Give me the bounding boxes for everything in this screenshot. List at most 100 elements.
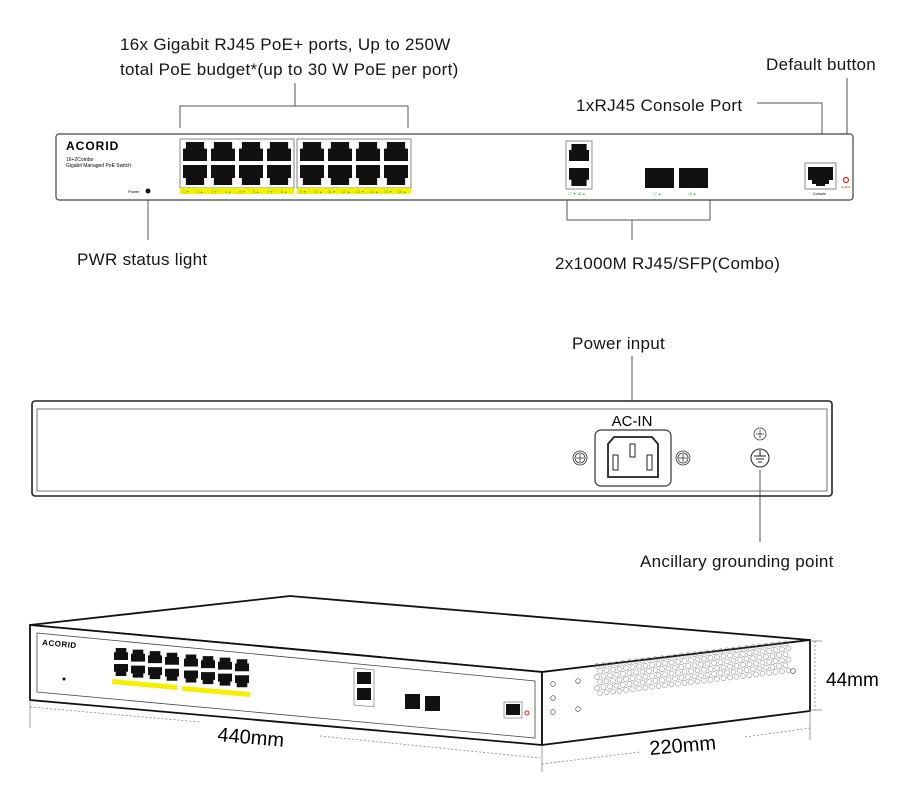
rj45-port[interactable] — [384, 165, 408, 185]
vent-hole — [620, 671, 626, 677]
rj45-port[interactable] — [300, 142, 324, 161]
default-button[interactable] — [842, 176, 850, 184]
rj45-port[interactable] — [239, 142, 263, 161]
port-number-labels: 1 ▼2 ▲3 ▼4 ▲5 ▼6 ▲7 ▼8 ▲9 ▼10 ▲11 ▼12 ▲1… — [183, 190, 406, 194]
vent-hole — [681, 680, 688, 686]
vent-hole — [652, 667, 659, 673]
vent-hole — [659, 655, 665, 661]
rj45-port[interactable] — [356, 165, 380, 185]
vent-hole — [607, 683, 613, 690]
vent-hole — [779, 657, 785, 664]
vent-hole — [662, 682, 668, 689]
vent-hole — [649, 662, 655, 668]
callout-combo-ports: 2x1000M RJ45/SFP(Combo) — [555, 254, 781, 273]
port-number-label: 10 ▲ — [314, 190, 322, 194]
rj45-port[interactable] — [182, 165, 207, 185]
callout-poe-ports-line1: 16x Gigabit RJ45 PoE+ ports, Up to 250W — [120, 35, 451, 54]
port-number-label: 2 ▲ — [197, 190, 203, 194]
vent-hole — [759, 659, 766, 666]
3d-sfp-17 — [405, 694, 420, 709]
vent-hole — [714, 665, 720, 671]
vent-hole — [717, 648, 724, 654]
rj45-port[interactable] — [267, 165, 291, 185]
vent-hole — [743, 645, 750, 651]
vent-hole — [714, 654, 720, 660]
combo-rj45-port-17[interactable] — [569, 144, 590, 161]
vent-hole — [694, 656, 701, 663]
vent-hole — [646, 657, 652, 663]
3d-rj45-port — [165, 668, 179, 681]
vent-hole — [646, 668, 652, 674]
vent-hole — [785, 656, 792, 663]
3d-rj45-port — [200, 656, 215, 669]
3d-rj45-port — [114, 664, 128, 676]
power-led — [145, 188, 151, 194]
rj45-port[interactable] — [210, 165, 235, 185]
vent-hole — [626, 670, 633, 676]
3d-combo-port-a — [357, 672, 371, 684]
3d-combo-port-b — [357, 688, 371, 700]
vent-hole — [750, 666, 756, 673]
vent-hole — [759, 670, 766, 677]
vent-hole — [665, 665, 672, 672]
vent-hole — [776, 663, 782, 669]
vent-hole — [691, 662, 698, 669]
vent-hole — [623, 687, 629, 693]
port-number-label: 15 ▼ — [384, 190, 392, 194]
port-number-label: 1 ▼ — [183, 190, 189, 194]
vent-hole — [740, 662, 746, 668]
vent-hole — [743, 667, 750, 673]
vent-hole — [620, 660, 626, 666]
ac-in-label: AC-IN — [612, 413, 653, 430]
vent-hole — [737, 646, 743, 652]
rj45-port[interactable] — [328, 165, 352, 185]
vent-hole — [724, 658, 730, 665]
vent-hole — [769, 664, 776, 670]
sfp-port-17[interactable] — [645, 168, 674, 188]
vent-hole — [662, 671, 668, 678]
3d-sfp-18 — [425, 696, 440, 711]
vent-hole — [776, 652, 782, 658]
combo-rj45-port-18[interactable] — [568, 168, 589, 186]
sfp-port-18[interactable] — [679, 168, 708, 188]
vent-hole — [727, 652, 733, 659]
3d-rj45-port — [217, 657, 232, 670]
vent-hole — [701, 655, 707, 662]
vent-hole — [603, 667, 610, 674]
rj45-port[interactable] — [267, 142, 291, 161]
vent-hole — [782, 640, 789, 647]
vent-hole — [698, 672, 704, 679]
rj45-port[interactable] — [384, 142, 408, 161]
vent-hole — [639, 679, 646, 686]
vent-hole — [633, 680, 639, 687]
vent-hole — [707, 677, 714, 683]
vent-hole — [616, 677, 623, 683]
vent-hole — [769, 653, 776, 659]
rj45-port[interactable] — [238, 165, 263, 185]
vent-hole — [746, 650, 753, 656]
dimension-ticks — [29, 640, 822, 772]
vent-hole — [678, 653, 685, 659]
vent-hole — [753, 660, 759, 667]
vent-hole — [714, 676, 720, 682]
rear-inner-frame — [36, 408, 828, 492]
rj45-port[interactable] — [211, 142, 236, 161]
vent-hole — [763, 653, 769, 660]
combo-led-labels: 17 ▼ 18 ▲ — [568, 192, 586, 196]
console-port[interactable] — [808, 167, 833, 186]
vent-hole — [594, 663, 600, 669]
rj45-port[interactable] — [183, 142, 208, 161]
power-led-label: Power — [128, 189, 140, 194]
vent-hole — [756, 643, 763, 650]
vent-hole — [763, 642, 769, 649]
combo-rj45-ports — [568, 144, 590, 186]
vent-hole — [720, 653, 727, 660]
vent-hole — [766, 659, 772, 665]
vent-hole — [730, 657, 737, 664]
sfp-17-label: 17 ▲ — [653, 192, 661, 196]
vent-hole — [704, 671, 711, 678]
3d-brand-logo: acorid — [42, 638, 77, 650]
rj45-port[interactable] — [300, 165, 324, 185]
rj45-port[interactable] — [356, 142, 380, 161]
rj45-port[interactable] — [328, 142, 352, 161]
